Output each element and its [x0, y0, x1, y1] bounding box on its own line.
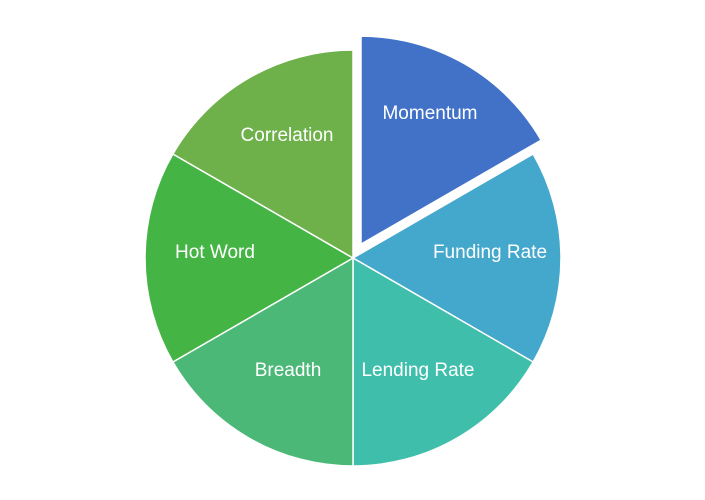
pie-slice-hot-word[interactable] — [144, 153, 354, 363]
pie-slice-breadth[interactable] — [172, 257, 354, 467]
pie-slice-lending-rate[interactable] — [352, 257, 534, 467]
pie-slice-momentum[interactable] — [360, 35, 542, 245]
pie-slice-correlation[interactable] — [172, 49, 354, 259]
pie-slice-label-lending-rate: Lending Rate — [361, 360, 474, 381]
pie-slice-label-funding-rate: Funding Rate — [433, 242, 547, 263]
pie-slice-label-momentum: Momentum — [382, 103, 477, 124]
pie-slice-label-hot-word: Hot Word — [175, 242, 255, 263]
pie-slices-group — [144, 35, 562, 467]
pie-slice-label-breadth: Breadth — [255, 360, 322, 381]
pie-slice-label-correlation: Correlation — [241, 125, 334, 146]
pie-slice-funding-rate[interactable] — [352, 153, 562, 363]
